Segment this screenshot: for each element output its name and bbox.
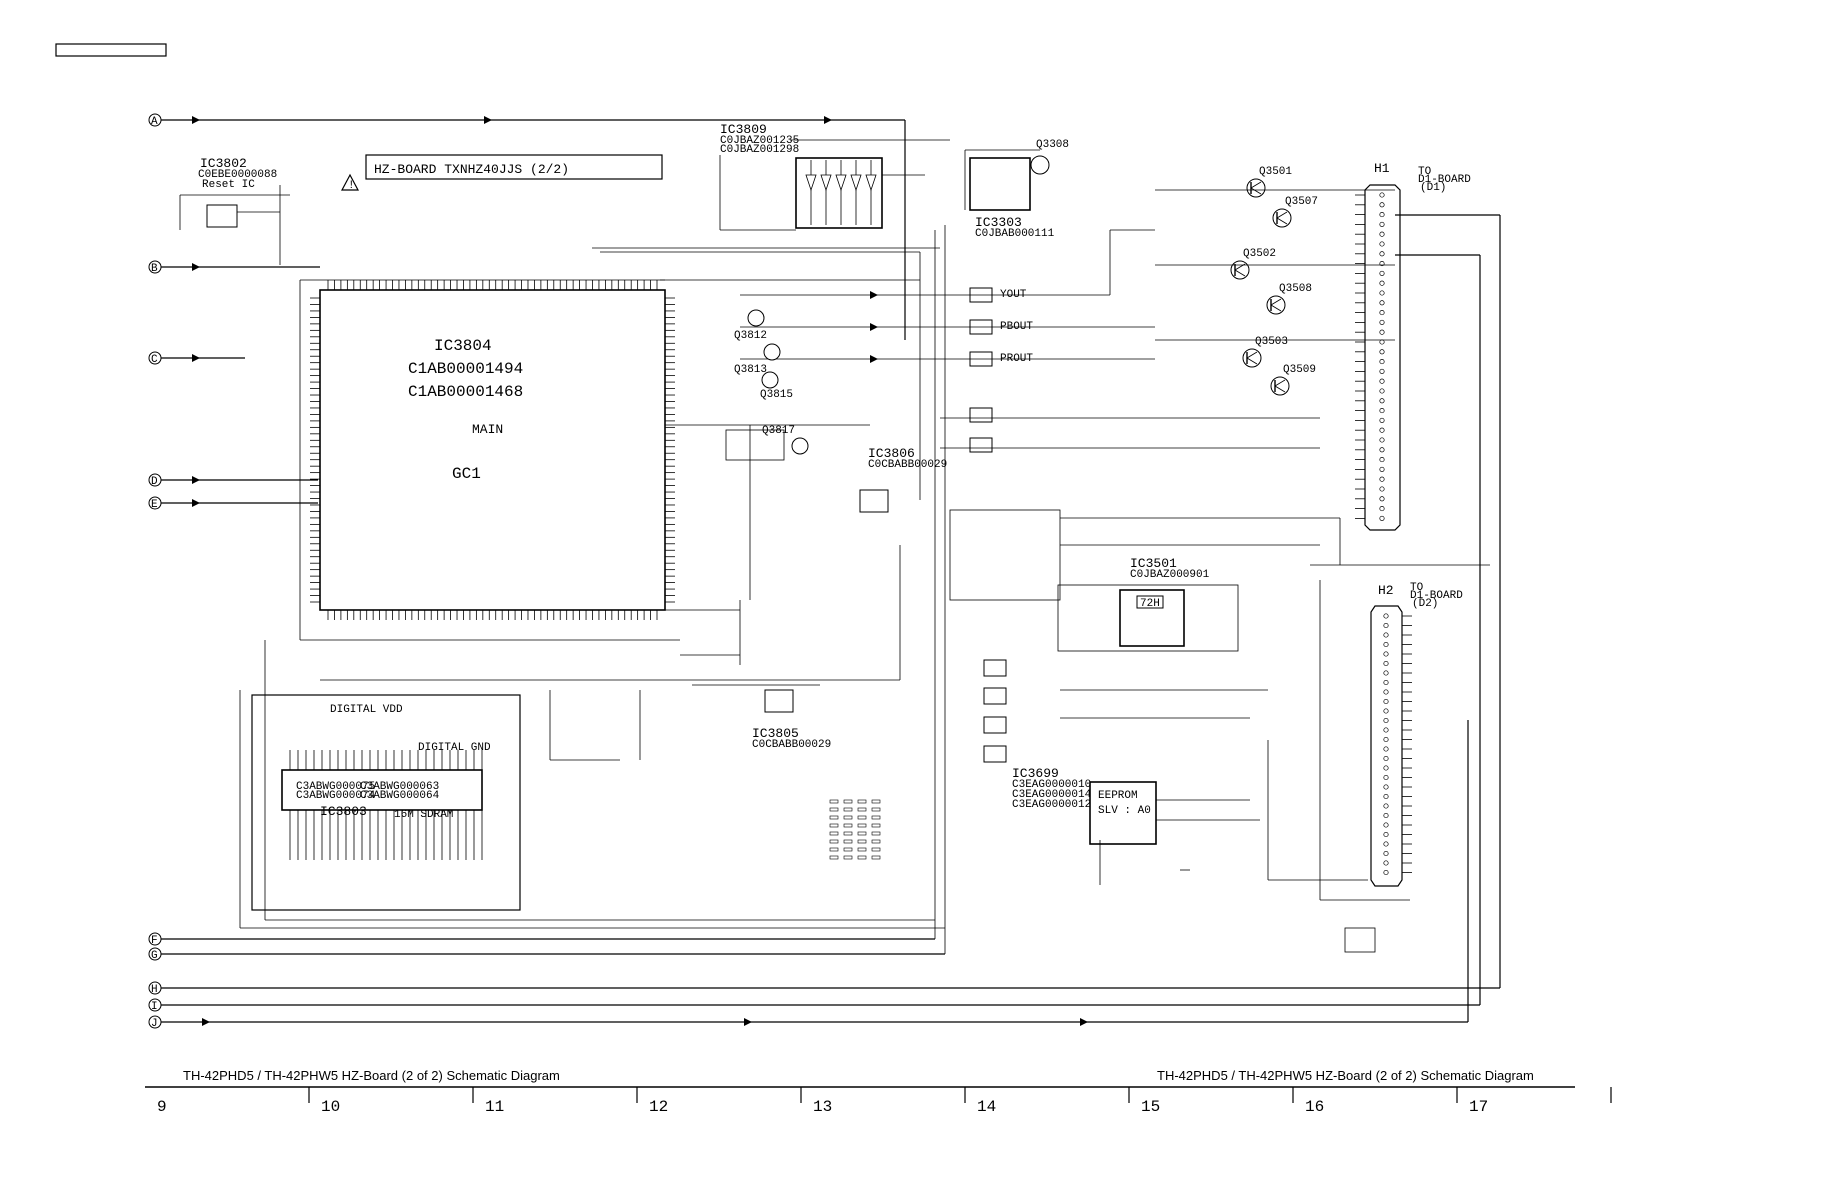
ic3804: IC3804 C1AB00001494 C1AB00001468 MAIN GC…	[299, 279, 680, 641]
ic3805-ref: IC3805	[752, 726, 799, 741]
column-number: 16	[1305, 1098, 1324, 1116]
h1-board: D1-BOARD	[1418, 174, 1471, 186]
sdram-vdd: DIGITAL VDD	[330, 704, 403, 716]
bus-label-j: J	[151, 1018, 158, 1030]
ic3809-ref: IC3809	[720, 122, 767, 137]
ic3803-part-1: C3ABWG000075	[296, 781, 375, 793]
ic3805-part: C0CBABB00029	[752, 739, 831, 751]
ic3303-part: C0JBAB000111	[975, 228, 1055, 240]
ic3809: IC3809 C0JBAZ001235 C0JBAZ001298	[719, 122, 950, 231]
bus-label-i: I	[151, 1001, 158, 1013]
q3308-label: Q3308	[1036, 139, 1069, 151]
sdram-gnd: DIGITAL GND	[418, 742, 491, 754]
ic3802: IC3802 C0EBE0000088 Reset IC	[179, 156, 290, 265]
transistor-label: Q3507	[1285, 196, 1318, 208]
ic3803-part-3: C3ABWG000063	[360, 781, 439, 793]
ic3804-name: GC1	[452, 465, 481, 483]
column-number: 14	[977, 1098, 996, 1116]
bus-label-e: E	[151, 499, 158, 511]
h2-ref: H2	[1378, 583, 1394, 598]
bus-lines: A B C D E F G H	[148, 113, 1501, 1030]
h1-connector: H1 TO D1-BOARD (D1)	[1355, 161, 1471, 531]
transistor-label: Q3509	[1283, 364, 1316, 376]
resistor-array	[829, 799, 881, 860]
ic3806-ref: IC3806	[868, 446, 915, 461]
q3813-label: Q3813	[734, 364, 767, 376]
bus-label-f: F	[151, 935, 158, 947]
bus-label-a: A	[151, 116, 158, 128]
h1-ref: H1	[1374, 161, 1390, 176]
h1-to: TO	[1418, 166, 1432, 178]
ic3699-ref: IC3699	[1012, 766, 1059, 781]
transistor-label: Q3503	[1255, 336, 1288, 348]
ic3699-part-2: C3EAG0000014	[1012, 789, 1092, 801]
board-title-text: HZ-BOARD TXNHZ40JJS (2/2)	[374, 162, 569, 177]
ic3501-mark: 72H	[1140, 598, 1160, 610]
column-number: 13	[813, 1098, 832, 1116]
ic3699-note: SLV : A0	[1098, 805, 1151, 817]
ic3501: IC3501 C0JBAZ000901 72H	[1057, 556, 1239, 652]
column-number: 17	[1469, 1098, 1488, 1116]
ic3303-ref: IC3303	[975, 215, 1022, 230]
ic3699-part-3: C3EAG0000012	[1012, 799, 1091, 811]
ic3803-ref: IC3803	[320, 804, 367, 819]
h2-connector: H2 TO D1-BOARD (D2)	[1267, 580, 1463, 901]
ic3804-body	[319, 289, 666, 611]
ic3804-part-1: C1AB00001494	[408, 360, 523, 378]
footer-right: TH-42PHD5 / TH-42PHW5 HZ-Board (2 of 2) …	[1157, 1068, 1534, 1083]
column-number: 9	[157, 1098, 167, 1116]
ic3802-part: C0EBE0000088	[198, 169, 277, 181]
ic3803-desc: 16M SDRAM	[394, 809, 453, 821]
bus-label-d: D	[151, 476, 158, 488]
page-header-box	[55, 43, 167, 57]
q3815-label: Q3815	[760, 389, 793, 401]
column-number: 11	[485, 1098, 504, 1116]
ic3803-part-2: C3ABWG000074	[296, 790, 376, 802]
switch-blocks	[949, 509, 1061, 763]
filter-blocks: YOUT PBOUT PROUT	[740, 229, 1320, 453]
ic3804-ref: IC3804	[434, 337, 492, 355]
ic3806: IC3806 C0CBABB00029	[859, 446, 947, 513]
ic3699-chip: EEPROM	[1098, 790, 1138, 802]
transistor-label: Q3502	[1243, 248, 1276, 260]
ic3699: IC3699 C3EAG0000010 C3EAG0000014 C3EAG00…	[1012, 766, 1260, 845]
ic3809-part-2: C0JBAZ001298	[720, 144, 799, 156]
ic3803-part-4: C3ABWG000064	[360, 790, 440, 802]
bus-label-h: H	[151, 984, 158, 996]
ic3804-part-2: C1AB00001468	[408, 383, 523, 401]
q3817-label: Q3817	[762, 425, 795, 437]
ic3802-desc: Reset IC	[202, 179, 255, 191]
bus-label-c: C	[151, 354, 158, 366]
misc-wiring	[239, 247, 1490, 953]
ic3699-part-1: C3EAG0000010	[1012, 779, 1091, 791]
ic3501-part: C0JBAZ000901	[1130, 569, 1210, 581]
h2-board: D1-BOARD	[1410, 590, 1463, 602]
ic3802-ref: IC3802	[200, 156, 247, 171]
ic3804-role: MAIN	[472, 422, 503, 437]
transistor-label: Q3501	[1259, 166, 1292, 178]
footer-left: TH-42PHD5 / TH-42PHW5 HZ-Board (2 of 2) …	[183, 1068, 560, 1083]
column-number: 12	[649, 1098, 668, 1116]
ic3809-part-1: C0JBAZ001235	[720, 135, 799, 147]
bus-label-b: B	[151, 263, 158, 275]
q38-cluster: Q3812 Q3813 Q3815 Q3817	[725, 309, 809, 461]
ic3805: IC3805 C0CBABB00029	[752, 689, 831, 751]
ic3303: IC3303 C0JBAB000111 Q3308	[964, 139, 1069, 240]
board-title: ! HZ-BOARD TXNHZ40JJS (2/2)	[341, 154, 663, 192]
h2-to: TO	[1410, 582, 1424, 594]
h2-pin: (D2)	[1412, 598, 1438, 610]
footer: TH-42PHD5 / TH-42PHW5 HZ-Board (2 of 2) …	[145, 1068, 1612, 1116]
ic3501-ref: IC3501	[1130, 556, 1177, 571]
column-number: 10	[321, 1098, 340, 1116]
ic3806-part: C0CBABB00029	[868, 459, 947, 471]
bus-label-g: G	[151, 950, 158, 962]
svg-text:!: !	[348, 180, 355, 192]
ic3803: C3ABWG000075 C3ABWG000074 C3ABWG000063 C…	[251, 694, 521, 911]
column-number: 15	[1141, 1098, 1160, 1116]
q3812-label: Q3812	[734, 330, 767, 342]
h1-pin: (D1)	[1420, 182, 1446, 194]
transistor-label: Q3508	[1279, 283, 1312, 295]
